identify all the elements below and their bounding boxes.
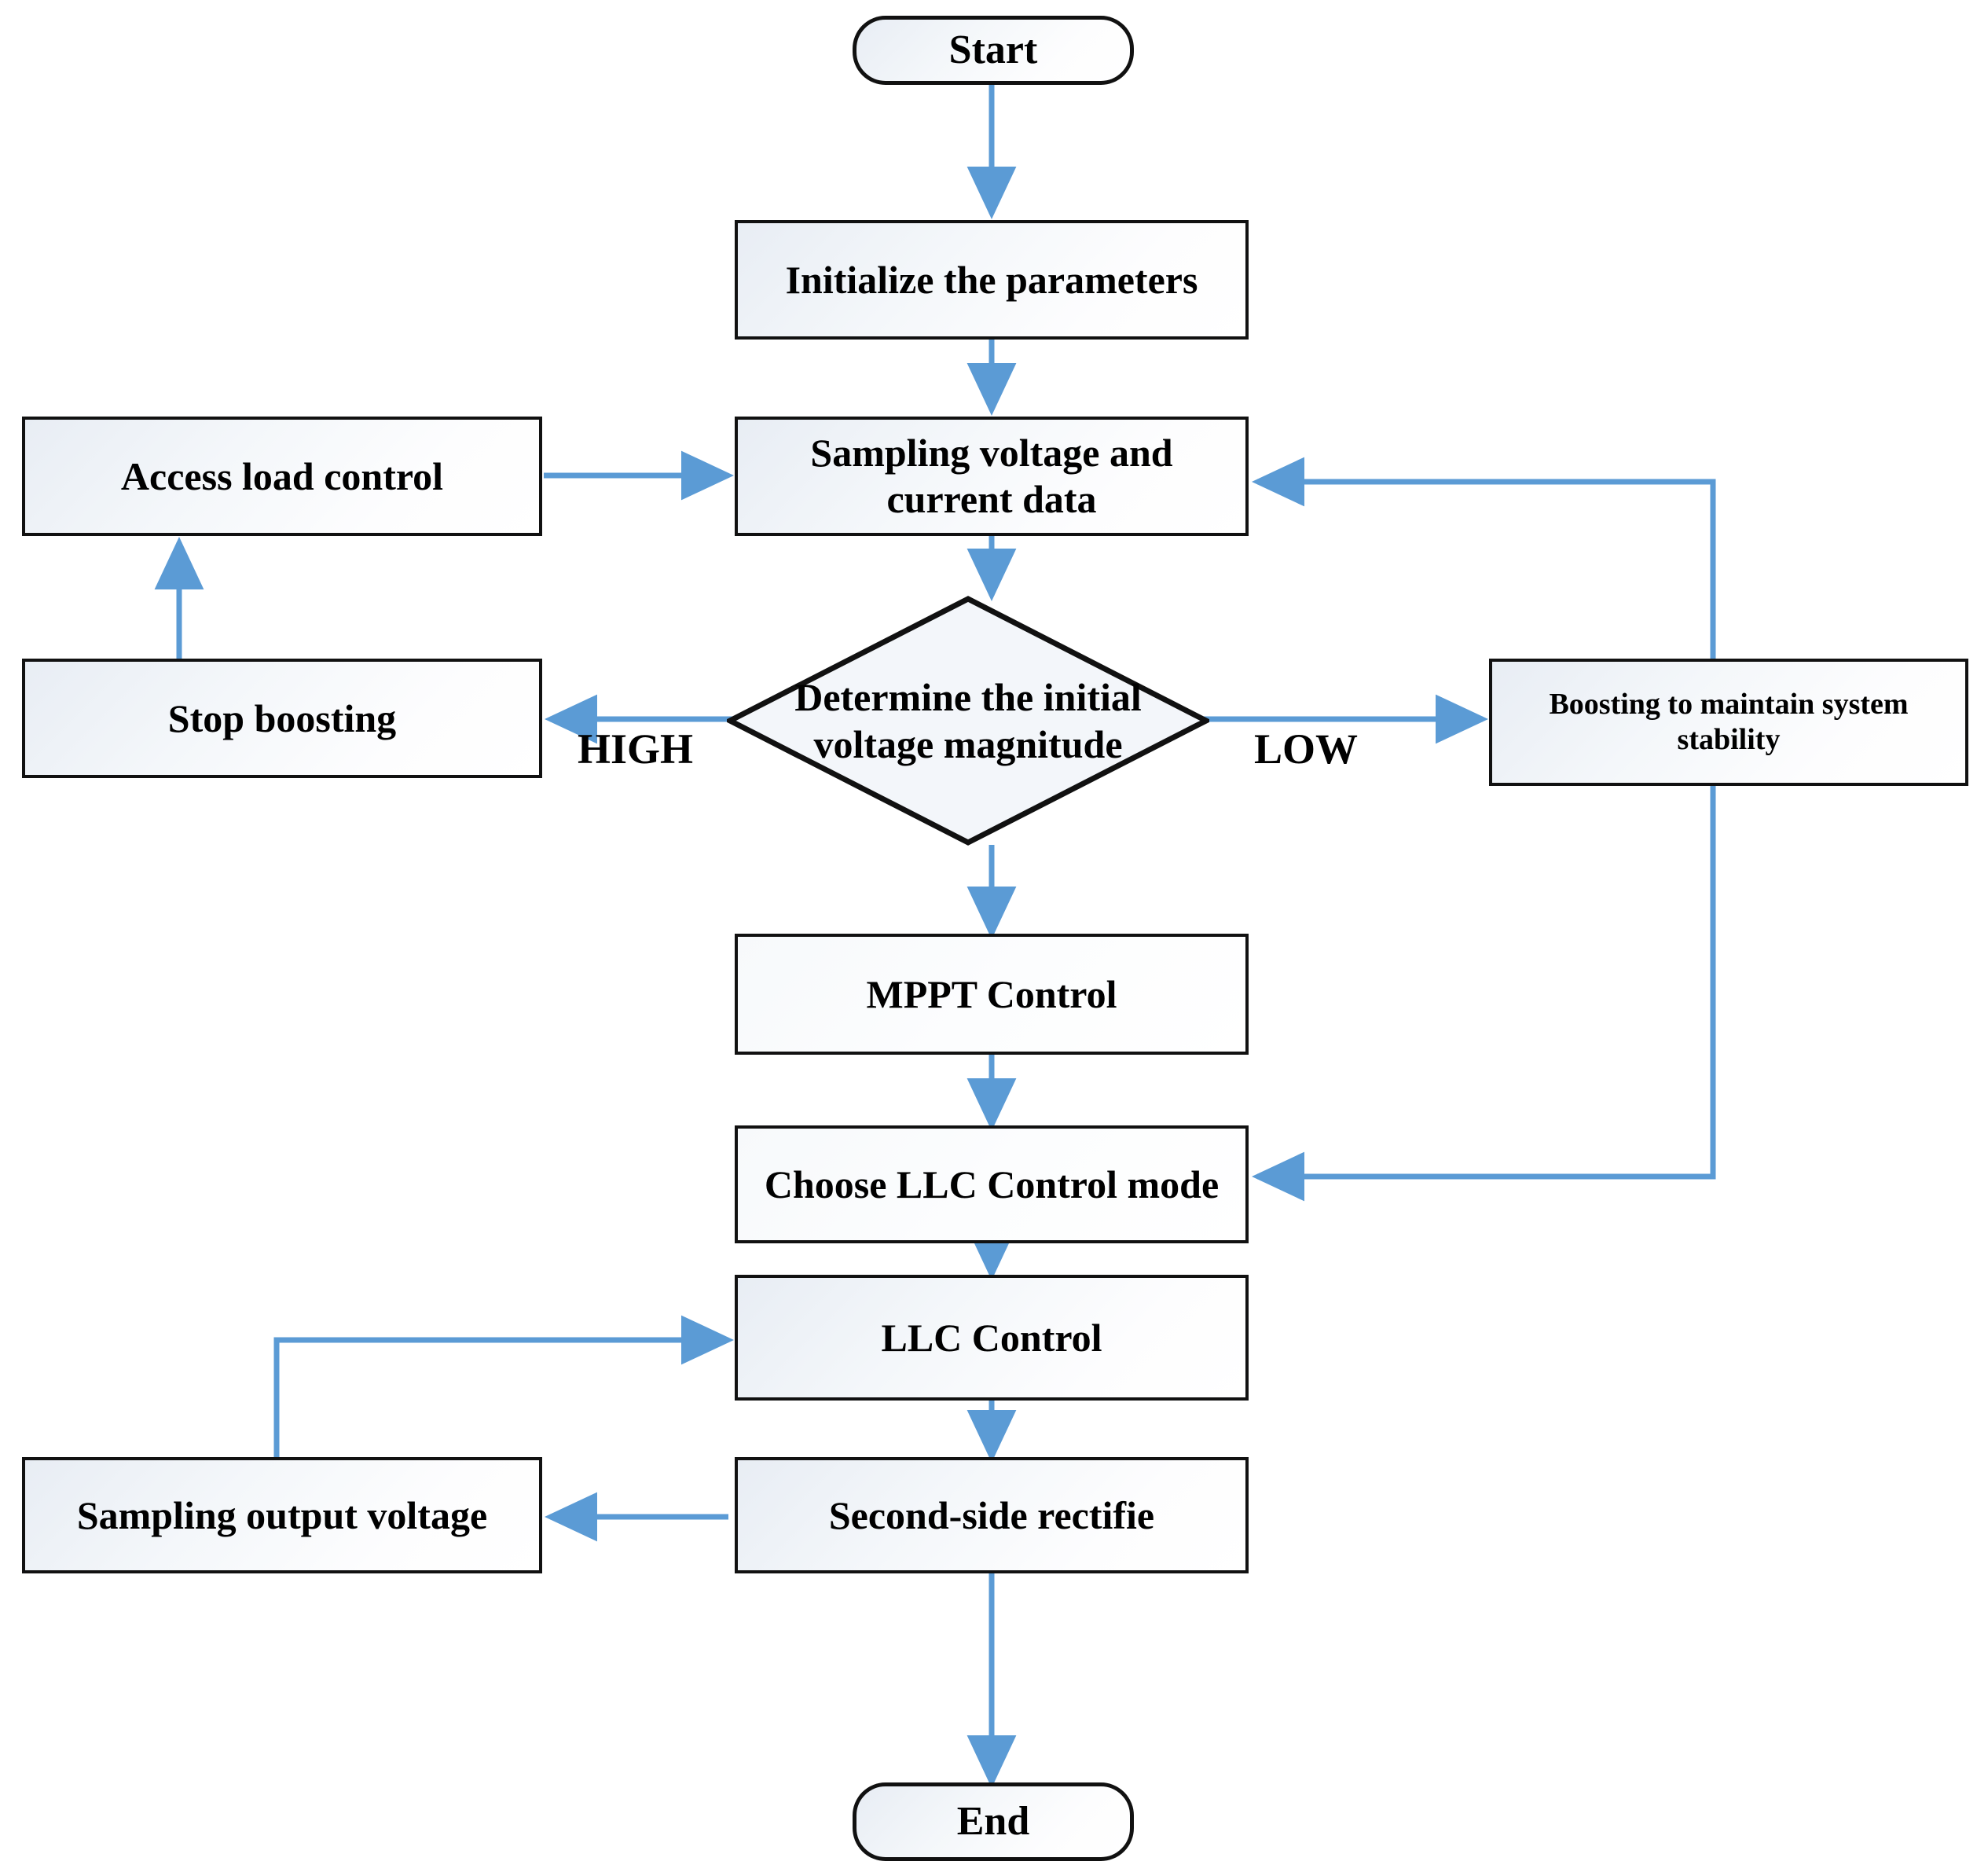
node-llc-control[interactable]: LLC Control xyxy=(735,1275,1249,1401)
node-mppt-control[interactable]: MPPT Control xyxy=(735,934,1249,1055)
node-stop-boosting-label: Stop boosting xyxy=(167,696,397,740)
node-initialize[interactable]: Initialize the parameters xyxy=(735,220,1249,340)
node-boosting-maintain-stability[interactable]: Boosting to maintain system stability xyxy=(1489,659,1968,786)
edge-samplingoutput-llccontrol xyxy=(273,1315,734,1460)
node-decision-label-line2: voltage magnitude xyxy=(813,722,1123,766)
decision-diamond-shape xyxy=(727,596,1209,846)
node-initialize-label: Initialize the parameters xyxy=(785,257,1198,302)
node-decision-label-line1: Determine the initial xyxy=(794,675,1142,719)
node-boosting-label-line1: Boosting to maintain system xyxy=(1549,688,1909,721)
edge-label-high: HIGH xyxy=(578,725,694,773)
node-start[interactable]: Start xyxy=(853,16,1134,85)
node-sampling-output-voltage[interactable]: Sampling output voltage xyxy=(22,1457,542,1573)
node-stop-boosting[interactable]: Stop boosting xyxy=(22,659,542,778)
node-sampling-output-voltage-label: Sampling output voltage xyxy=(76,1492,488,1537)
edge-label-low: LOW xyxy=(1254,725,1359,773)
node-start-label: Start xyxy=(948,28,1038,73)
node-second-side-rectifier[interactable]: Second-side rectifie xyxy=(735,1457,1249,1573)
node-decision-label: Determine the initial voltage magnitude xyxy=(727,596,1209,846)
node-sampling-voltage-current-label-line2: current data xyxy=(886,477,1097,521)
node-end[interactable]: End xyxy=(853,1782,1134,1861)
node-mppt-control-label: MPPT Control xyxy=(866,971,1117,1016)
node-decision-voltage-magnitude[interactable]: Determine the initial voltage magnitude xyxy=(727,596,1209,846)
node-choose-llc-control-mode-label: Choose LLC Control mode xyxy=(764,1162,1220,1206)
node-sampling-voltage-current[interactable]: Sampling voltage and current data xyxy=(735,417,1249,536)
node-second-side-rectifier-label: Second-side rectifie xyxy=(828,1492,1155,1537)
node-llc-control-label: LLC Control xyxy=(881,1315,1102,1360)
edge-boosting-sampling xyxy=(1252,457,1716,659)
node-choose-llc-control-mode[interactable]: Choose LLC Control mode xyxy=(735,1125,1249,1243)
edge-boosting-choosellc xyxy=(1252,786,1716,1202)
node-sampling-voltage-current-label-line1: Sampling voltage and xyxy=(810,431,1173,475)
node-access-load-control-label: Access load control xyxy=(120,453,444,498)
node-end-label: End xyxy=(956,1799,1030,1845)
node-boosting-label-line2: stability xyxy=(1677,723,1781,756)
node-access-load-control[interactable]: Access load control xyxy=(22,417,542,536)
